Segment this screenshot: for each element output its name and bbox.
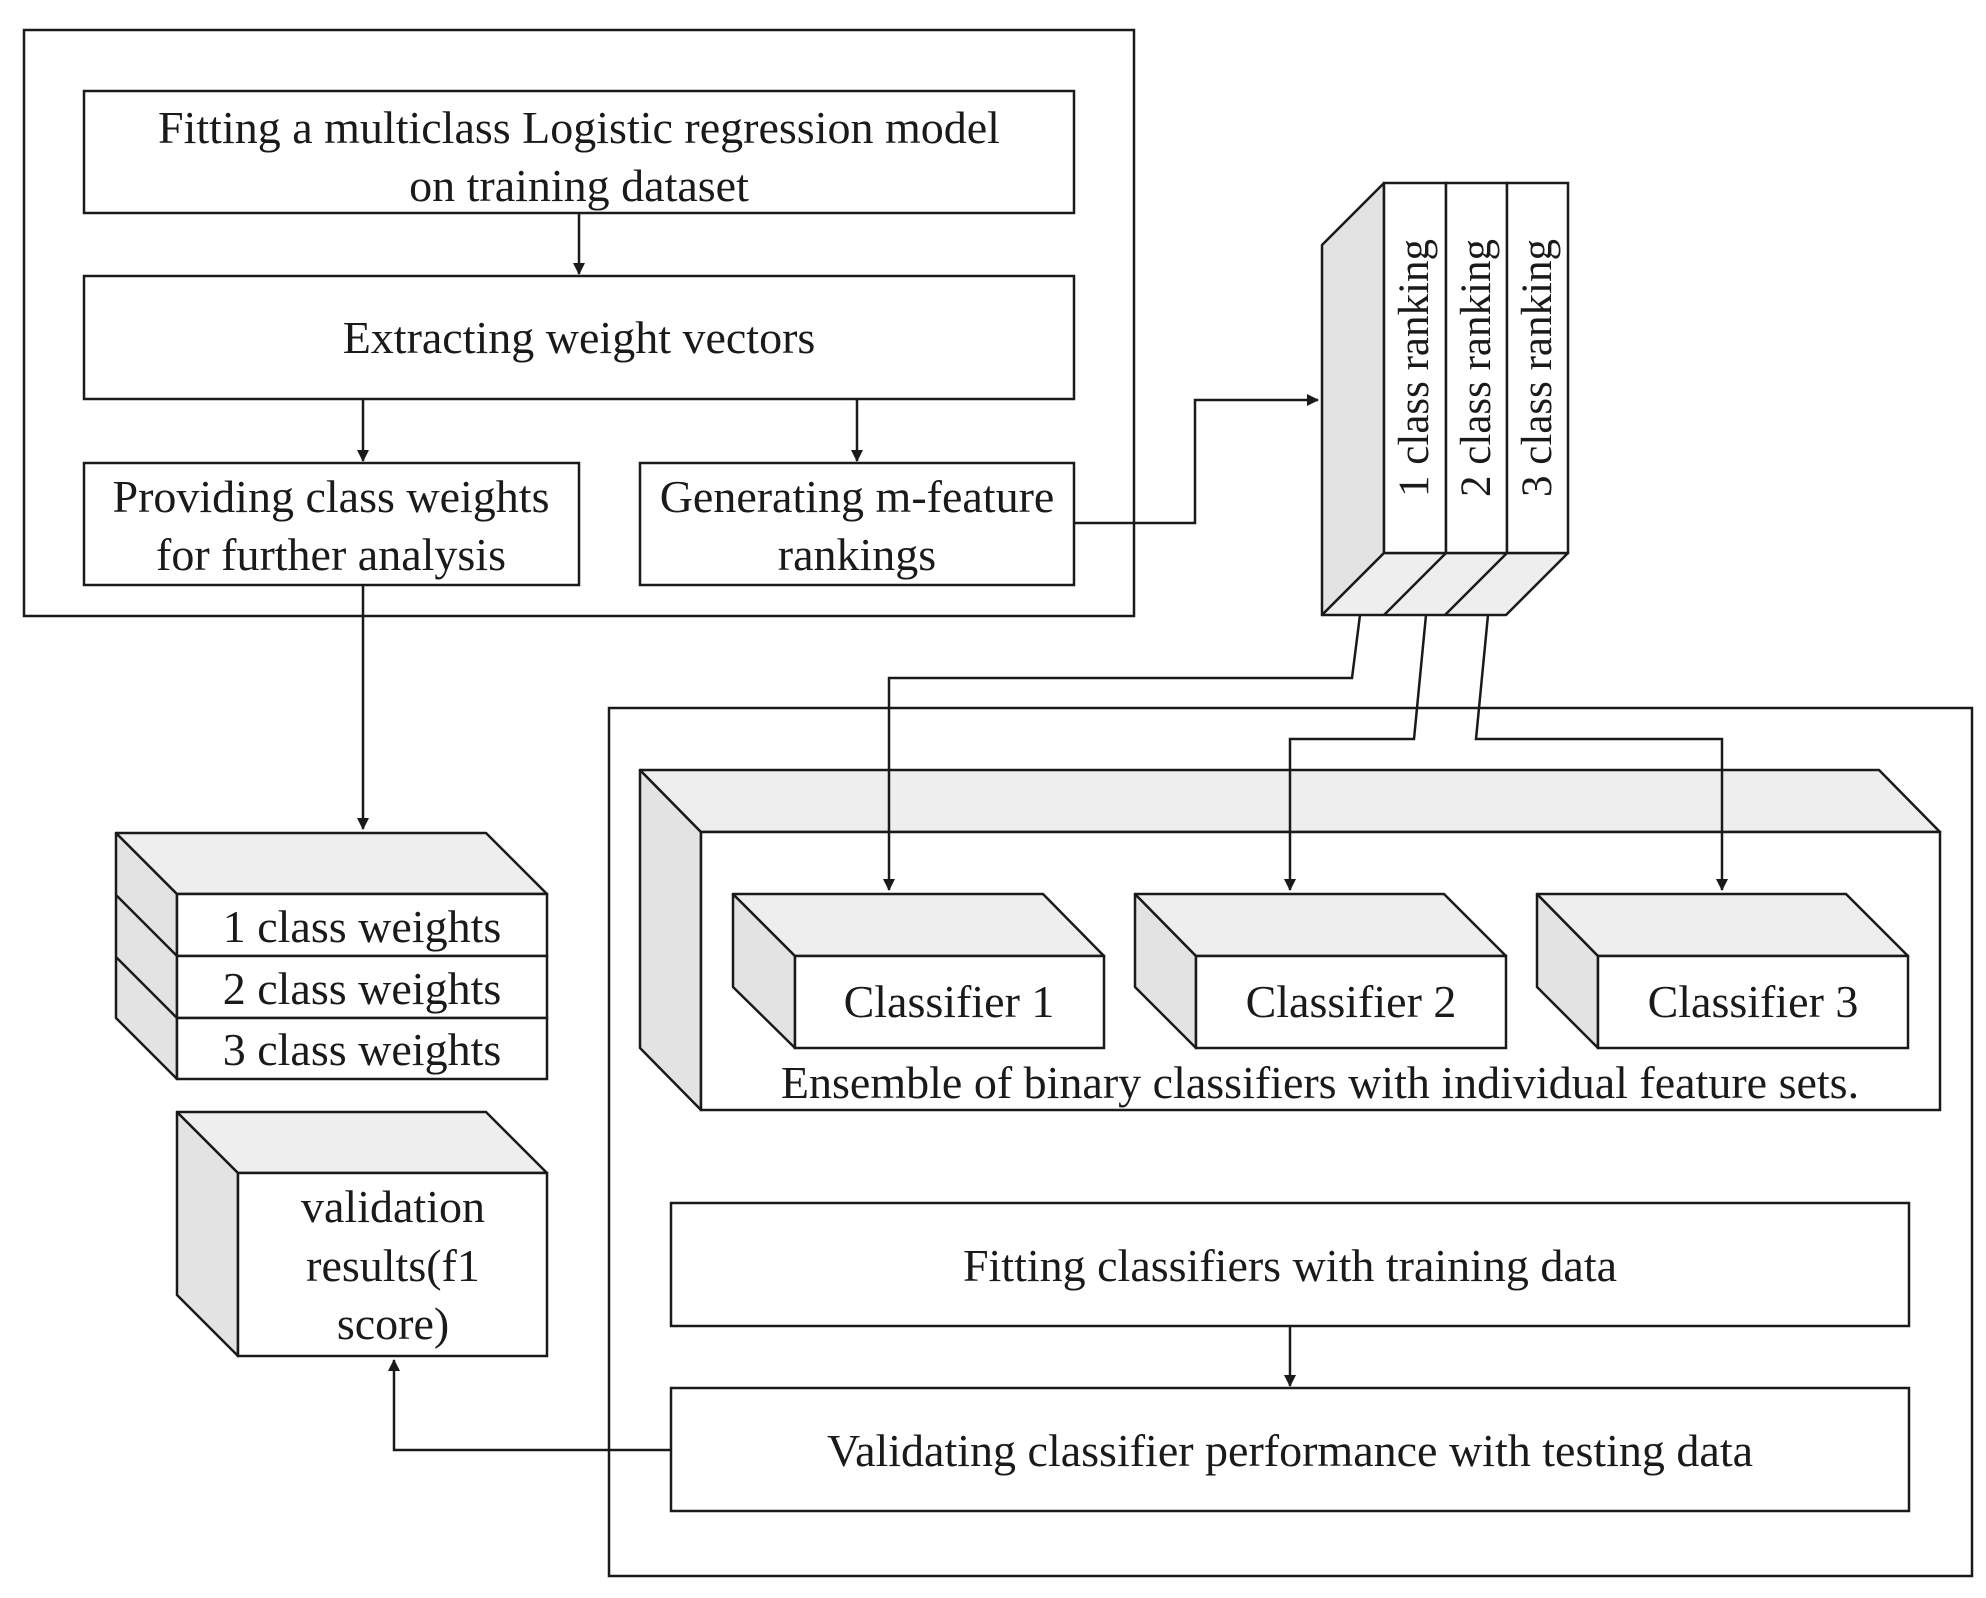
arrow-validate-to-results bbox=[388, 1359, 671, 1452]
classifier-3-label: Classifier 3 bbox=[1648, 976, 1859, 1027]
weights-label-3: 3 class weights bbox=[223, 1024, 502, 1075]
validation-line-2: results(f1 bbox=[306, 1240, 480, 1291]
arrow-ranking-3-to-classifier-3 bbox=[1474, 614, 1728, 891]
classifier-2-box: Classifier 2 bbox=[1133, 892, 1508, 1050]
fit-classifiers-label: Fitting classifiers with training data bbox=[963, 1240, 1617, 1291]
classifier-3-box: Classifier 3 bbox=[1535, 892, 1910, 1050]
weights-label-2: 2 class weights bbox=[223, 963, 502, 1014]
validate-box: Validating classifier performance with t… bbox=[669, 1386, 1911, 1513]
rankings-box: Generating m-feature rankings bbox=[638, 461, 1076, 587]
extract-weights-box: Extracting weight vectors bbox=[82, 274, 1076, 401]
fit-lr-line-1: Fitting a multiclass Logistic regression… bbox=[158, 102, 1000, 153]
ranking-stack: 1 class ranking 2 class ranking 3 class … bbox=[1320, 181, 1570, 617]
class-weights-box: Providing class weights for further anal… bbox=[82, 461, 581, 587]
classifier-1-box: Classifier 1 bbox=[731, 892, 1106, 1050]
validate-label: Validating classifier performance with t… bbox=[827, 1425, 1753, 1476]
arrow-ranking-1-to-classifier-1 bbox=[883, 614, 1362, 891]
rankings-line-2: rankings bbox=[778, 529, 936, 580]
arrow-ranking-2-to-classifier-2 bbox=[1284, 614, 1428, 891]
weights-label-1: 1 class weights bbox=[223, 901, 502, 952]
ranking-label-3: 3 class ranking bbox=[1514, 239, 1561, 497]
validation-line-1: validation bbox=[301, 1181, 485, 1232]
classifier-2-label: Classifier 2 bbox=[1246, 976, 1457, 1027]
extract-weights-label: Extracting weight vectors bbox=[343, 312, 816, 363]
fit-lr-box: Fitting a multiclass Logistic regression… bbox=[82, 89, 1076, 215]
fit-classifiers-box: Fitting classifiers with training data bbox=[669, 1201, 1911, 1328]
fit-lr-line-2: on training dataset bbox=[409, 160, 749, 211]
class-weights-stack: 1 class weights 2 class weights 3 class … bbox=[114, 831, 549, 1081]
lr-stage-frame bbox=[22, 28, 1136, 618]
classifier-1-label: Classifier 1 bbox=[844, 976, 1055, 1027]
validation-line-3: score) bbox=[337, 1298, 449, 1349]
ranking-label-2: 2 class ranking bbox=[1453, 239, 1500, 497]
ensemble-caption: Ensemble of binary classifiers with indi… bbox=[781, 1057, 1859, 1108]
ranking-label-1: 1 class ranking bbox=[1391, 239, 1438, 497]
rankings-line-1: Generating m-feature bbox=[660, 471, 1055, 522]
arrow-rankings-to-stack bbox=[1074, 394, 1319, 525]
ensemble-stage-frame bbox=[607, 706, 1974, 1578]
class-weights-line-2: for further analysis bbox=[156, 529, 506, 580]
validation-results-box: validation results(f1 score) bbox=[175, 1110, 549, 1358]
class-weights-line-1: Providing class weights bbox=[113, 471, 550, 522]
